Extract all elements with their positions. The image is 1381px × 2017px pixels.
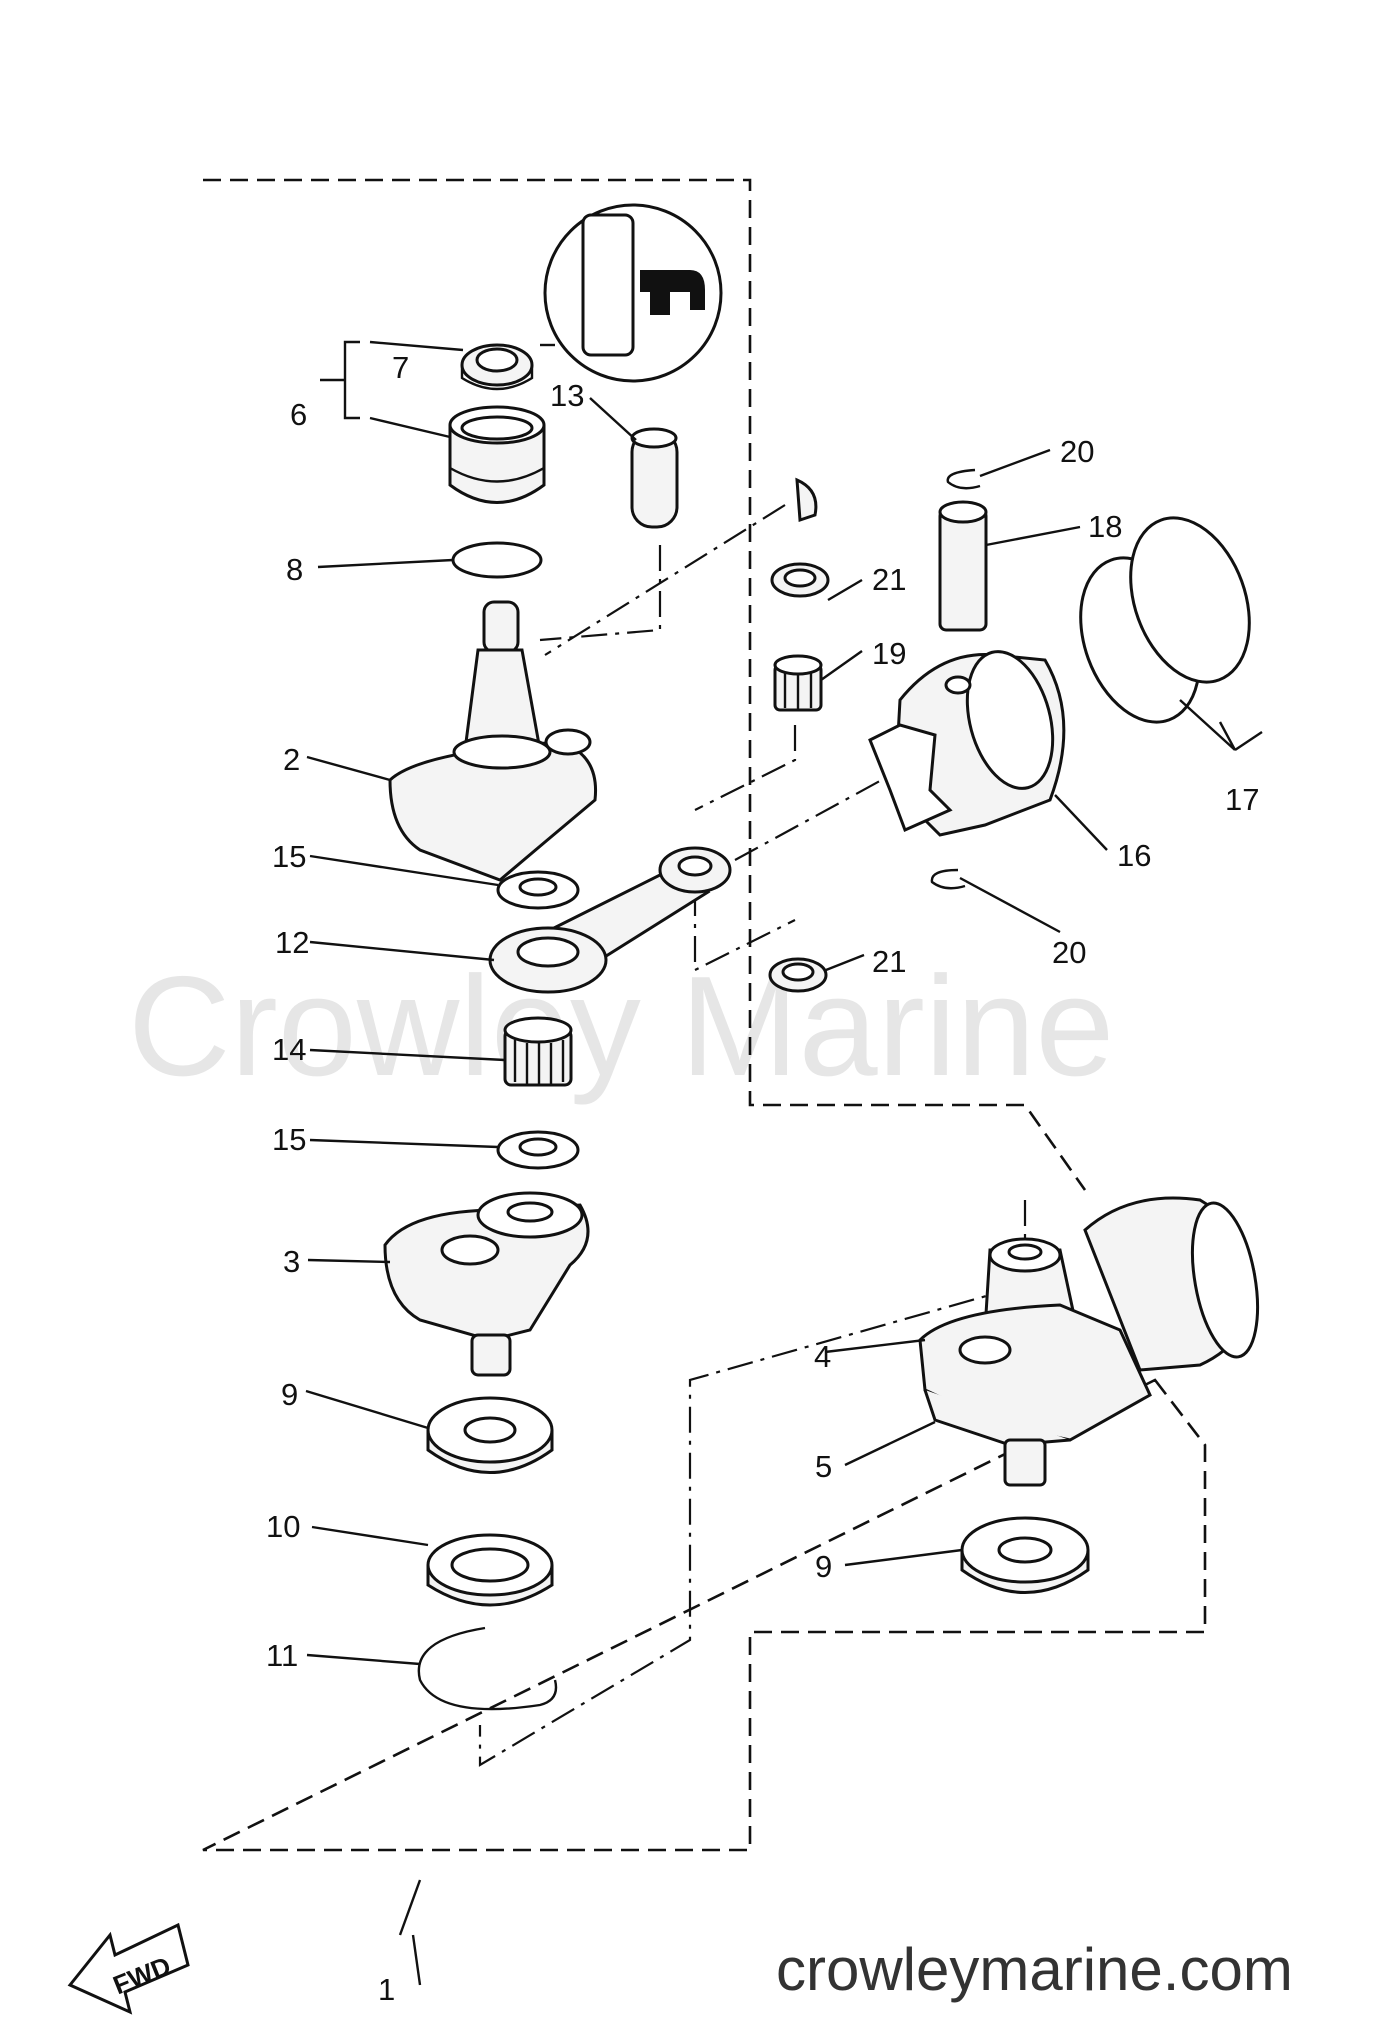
- part-15-thrust-washer-upper: [496, 870, 580, 910]
- callout-11: 11: [266, 1638, 298, 1673]
- callout-6: 6: [290, 397, 307, 432]
- callout-2: 2: [283, 742, 300, 777]
- callout-16: 16: [1117, 838, 1151, 873]
- alignment-line-bearing: [694, 725, 797, 811]
- callout-8: 8: [286, 552, 303, 587]
- part-3-lower-crankshaft: [383, 1191, 590, 1377]
- part-19-small-needle-bearing: [773, 654, 823, 712]
- part-9-ball-bearing-right: [960, 1516, 1090, 1594]
- watermark-text: Crowley Marine: [128, 947, 1114, 1106]
- callout-12: 12: [275, 925, 309, 960]
- callout-15-upper: 15: [272, 839, 306, 874]
- callout-21-lower: 21: [872, 944, 906, 979]
- callout-9-right: 9: [815, 1549, 832, 1584]
- callout-18: 18: [1088, 509, 1122, 544]
- detail-inset: [540, 203, 723, 383]
- alignment-line-pin: [539, 545, 662, 642]
- part-20-piston-pin-clip-upper: [946, 468, 981, 490]
- part-4-5-assembled-crank-piston: [918, 1196, 1260, 1487]
- callout-7: 7: [392, 350, 409, 385]
- part-21-washer-upper: [770, 562, 830, 598]
- part-16-piston: [868, 650, 1066, 837]
- alignment-line-rod-piston: [734, 769, 901, 861]
- part-15-thrust-washer-lower: [496, 1130, 580, 1170]
- part-13-pin: [630, 427, 679, 529]
- callout-3: 3: [283, 1244, 300, 1279]
- alignment-line-crank-right: [478, 1200, 1027, 1767]
- part-7-oil-seal: [460, 343, 534, 391]
- part-8-o-ring: [451, 541, 543, 579]
- part-10-oil-seal: [426, 1533, 554, 1607]
- alignment-line-key: [544, 504, 786, 656]
- callout-5: 5: [815, 1449, 832, 1484]
- callout-19: 19: [872, 636, 906, 671]
- part-14-needle-bearing: [503, 1016, 573, 1087]
- fwd-direction-arrow: FWD: [67, 1922, 190, 2015]
- callout-20-upper: 20: [1060, 434, 1094, 469]
- callout-1: 1: [378, 1972, 395, 2007]
- leader-lines: [305, 340, 1263, 1986]
- callout-4: 4: [814, 1339, 831, 1374]
- assembly-boundary: [202, 178, 1207, 1852]
- callout-10: 10: [266, 1509, 300, 1544]
- part-20-piston-pin-clip-lower: [930, 868, 966, 890]
- callout-20-lower: 20: [1052, 935, 1086, 970]
- callout-13: 13: [550, 378, 584, 413]
- callout-15-lower: 15: [272, 1122, 306, 1157]
- part-9-ball-bearing-left: [426, 1396, 554, 1474]
- part-17-piston-rings: [1079, 516, 1251, 724]
- callout-17: 17: [1225, 782, 1259, 817]
- callout-9-left: 9: [281, 1377, 298, 1412]
- callout-14: 14: [272, 1032, 306, 1067]
- site-url-text: crowleymarine.com: [776, 1936, 1293, 2003]
- callout-21-upper: 21: [872, 562, 906, 597]
- part-18-piston-pin: [938, 500, 988, 632]
- part-6-bushing: [448, 405, 546, 504]
- part-2-upper-crankshaft: [388, 600, 598, 882]
- part-woodruff-key: [795, 477, 818, 523]
- part-11-circlip: [417, 1626, 558, 1711]
- alignment-line-rod-lower: [693, 890, 796, 972]
- part-21-washer-lower: [768, 957, 828, 993]
